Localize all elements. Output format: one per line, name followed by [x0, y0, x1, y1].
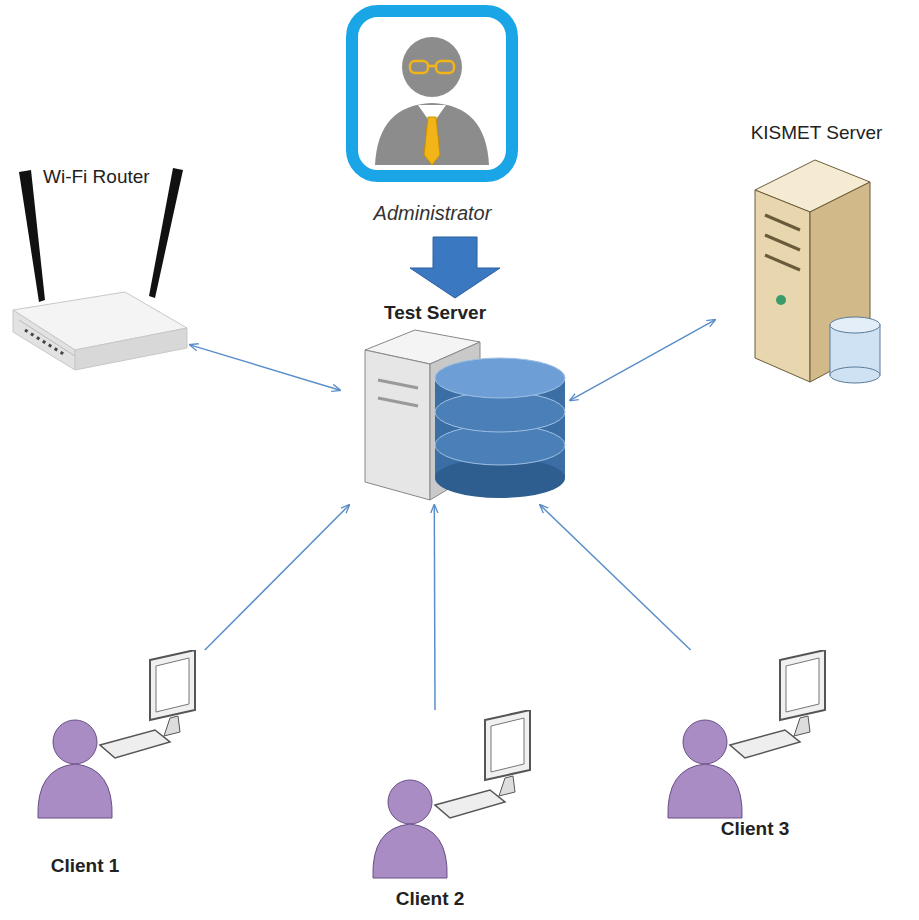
admin-icon: [330, 5, 535, 235]
client-icon: [660, 650, 850, 840]
connector-arrow: [540, 505, 691, 650]
node-label: Client 2: [375, 888, 485, 911]
client-node: Client 1: [30, 650, 220, 885]
node-label: Client 3: [700, 818, 810, 841]
kismet-server-node: KISMET Server: [715, 120, 918, 390]
connector-arrow: [190, 345, 340, 390]
test-server-node: Test Server: [340, 300, 570, 505]
client-icon: [365, 710, 555, 900]
kismet-server-icon: [715, 120, 918, 390]
admin-node: Administrator: [330, 5, 535, 235]
client-node: Client 2: [365, 710, 540, 920]
node-label: Wi-Fi Router: [43, 166, 153, 189]
node-label: Test Server: [340, 302, 530, 325]
block-arrow: [410, 237, 500, 298]
node-label: Administrator: [330, 201, 535, 225]
connector-arrow: [434, 505, 436, 710]
node-label: Client 1: [30, 855, 140, 878]
client-node: Client 3: [660, 650, 840, 850]
node-label: KISMET Server: [715, 122, 918, 145]
connector-arrow: [570, 320, 715, 401]
test-server-icon: [340, 300, 570, 505]
connector-arrow: [205, 505, 349, 650]
router-icon: [5, 160, 190, 375]
router-node: Wi-Fi Router: [5, 160, 190, 375]
client-icon: [30, 650, 220, 840]
